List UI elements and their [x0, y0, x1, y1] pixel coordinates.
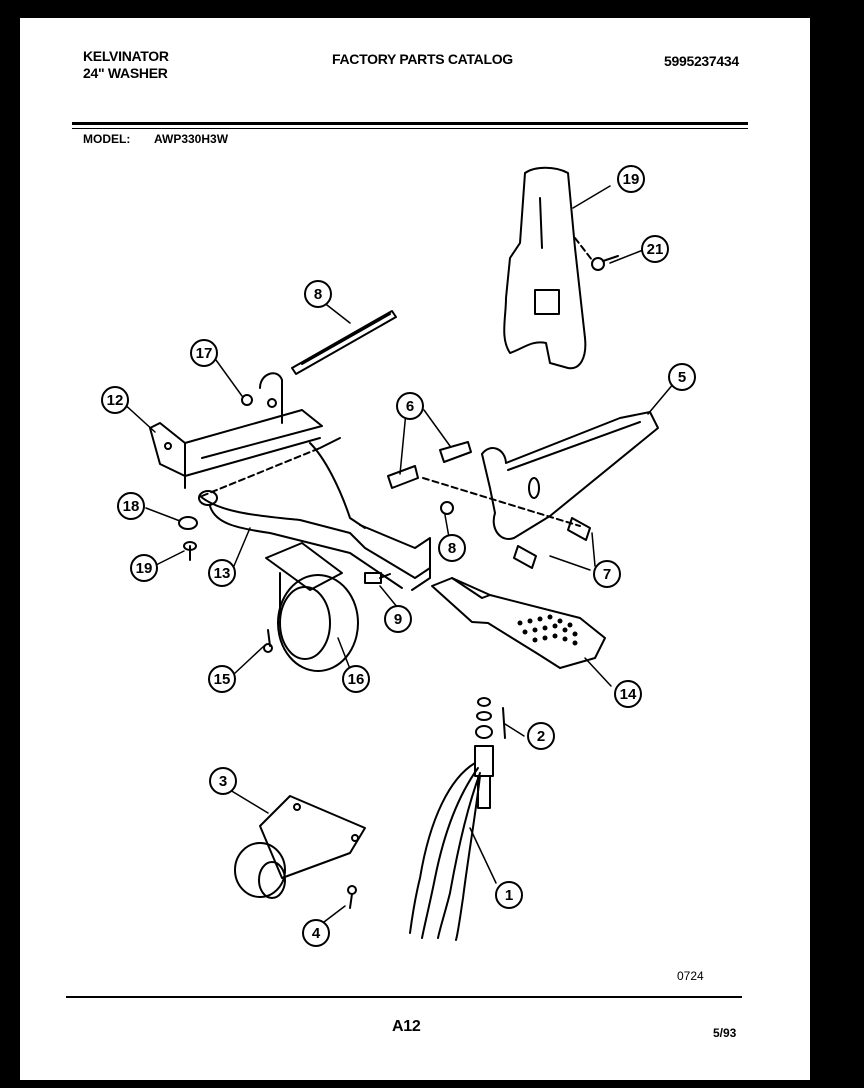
- part-21-screw: [574, 237, 619, 271]
- svg-text:21: 21: [647, 241, 664, 258]
- part-13-lever-arm: [198, 437, 431, 591]
- exploded-parts-diagram: 19 21 8 17 12 5 6 8 7 18 19 13 9 15 16 1…: [101, 165, 696, 947]
- part-3-caster: [234, 795, 366, 899]
- model-value: AWP330H3W: [154, 132, 229, 146]
- svg-text:19: 19: [136, 560, 153, 577]
- svg-text:15: 15: [214, 671, 231, 688]
- callout-16: 16: [342, 665, 370, 693]
- callout-13: 13: [208, 559, 236, 587]
- revision-date: 5/93: [713, 1026, 737, 1040]
- drawing-code: 0724: [677, 969, 704, 983]
- callout-7: 7: [593, 560, 621, 588]
- part-14-pedal: [431, 577, 606, 669]
- svg-text:18: 18: [123, 498, 140, 515]
- callout-8: 8: [438, 534, 466, 562]
- part-5-lever: [422, 411, 659, 540]
- callout-2: 2: [527, 722, 555, 750]
- svg-text:17: 17: [196, 345, 213, 362]
- callout-4: 4: [302, 919, 330, 947]
- page-number: A12: [392, 1018, 421, 1035]
- svg-text:4: 4: [312, 925, 321, 942]
- part-6-clips: [387, 441, 472, 489]
- svg-text:16: 16: [348, 671, 365, 688]
- model-label: MODEL:: [83, 132, 131, 146]
- svg-text:9: 9: [394, 611, 402, 628]
- callout-3: 3: [209, 767, 237, 795]
- callout-1: 1: [495, 881, 523, 909]
- callout-12: 12: [101, 386, 129, 414]
- header-rule-thick: [72, 122, 748, 125]
- page-title: FACTORY PARTS CATALOG: [332, 51, 513, 67]
- product-name: 24" WASHER: [83, 65, 168, 81]
- header-rule-thin: [72, 128, 748, 129]
- callout-labels: 19 21 8 17 12 5 6 8 7 18 19 13 9 15 16 1…: [101, 165, 696, 947]
- svg-text:8: 8: [448, 540, 456, 557]
- part-8-spring: [440, 501, 454, 515]
- svg-text:7: 7: [603, 566, 611, 583]
- part-20-shield-plate: [503, 166, 587, 370]
- svg-text:8: 8: [314, 286, 322, 303]
- catalog-page: KELVINATOR 24" WASHER FACTORY PARTS CATA…: [20, 18, 810, 1080]
- svg-text:2: 2: [537, 728, 545, 745]
- part-9-rod: [291, 310, 397, 375]
- part-19-screw: [183, 541, 197, 561]
- callout-6: 6: [396, 392, 424, 420]
- callout-9: 8: [304, 280, 332, 308]
- svg-text:5: 5: [678, 369, 686, 386]
- callout-19: 19: [130, 554, 158, 582]
- callout-20: 19: [617, 165, 645, 193]
- part-17-nut: [241, 394, 253, 406]
- svg-text:13: 13: [214, 565, 231, 582]
- part-15-screw: [263, 629, 273, 653]
- callout-21: 21: [641, 235, 669, 263]
- callout-15: 15: [208, 665, 236, 693]
- svg-text:1: 1: [505, 887, 513, 904]
- callout-18: 18: [117, 492, 145, 520]
- part-11-bolt: [364, 572, 391, 584]
- callout-17: 17: [190, 339, 218, 367]
- part-1-hose-assembly: [409, 745, 494, 941]
- svg-text:19: 19: [623, 171, 640, 188]
- part-2-seals: [475, 697, 506, 739]
- callout-11: 9: [384, 605, 412, 633]
- callout-5: 5: [668, 363, 696, 391]
- part-7-bushings: [513, 517, 591, 569]
- svg-text:6: 6: [406, 398, 414, 415]
- brand-name: KELVINATOR: [83, 48, 169, 64]
- part-16-caster: [265, 542, 359, 672]
- part-12-bracket: [149, 372, 323, 489]
- svg-text:12: 12: [107, 392, 124, 409]
- svg-text:14: 14: [620, 686, 637, 703]
- callout-14: 14: [614, 680, 642, 708]
- catalog-number: 5995237434: [664, 53, 739, 69]
- part-4-screw: [347, 885, 357, 909]
- svg-text:3: 3: [219, 773, 227, 790]
- footer-rule: [66, 996, 742, 998]
- part-18-washer: [178, 516, 198, 530]
